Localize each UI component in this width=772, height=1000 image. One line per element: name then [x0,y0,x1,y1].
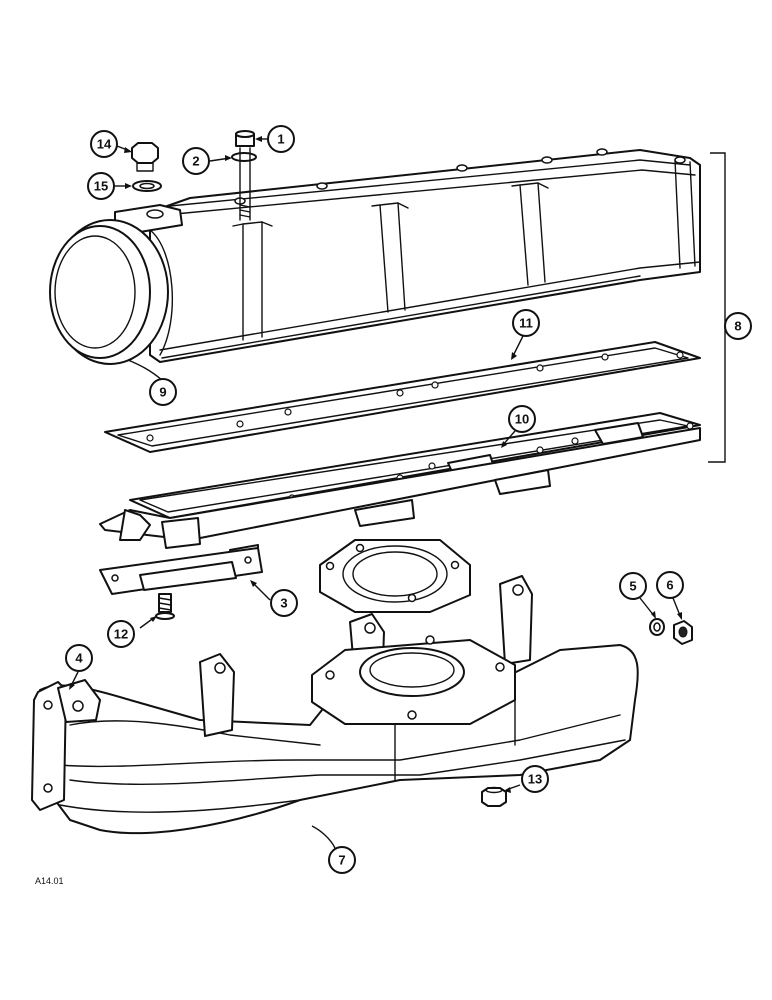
flange-gasket [319,539,471,613]
svg-text:11: 11 [519,316,533,331]
callout-15: 15 [87,172,115,200]
svg-text:6: 6 [666,578,673,593]
svg-text:4: 4 [75,651,83,666]
svg-text:2: 2 [192,154,199,169]
svg-text:8: 8 [734,319,741,334]
callout-12: 12 [107,620,135,648]
plug-assembly [131,142,162,192]
svg-text:13: 13 [528,772,542,787]
svg-text:1: 1 [277,132,284,147]
figure-reference-code: A14.01 [35,876,64,886]
upper-manifold-cover [49,148,701,365]
callout-6: 6 [656,571,684,599]
callout-5: 5 [619,572,647,600]
callout-7: 7 [328,846,356,874]
callout-11: 11 [512,309,540,337]
callout-3: 3 [270,589,298,617]
callout-14: 14 [90,130,118,158]
exhaust-manifold [31,575,639,835]
svg-text:7: 7 [338,853,345,868]
washer-nut [649,618,693,645]
svg-text:15: 15 [94,179,108,194]
callout-4: 4 [65,644,93,672]
callout-9: 9 [149,378,177,406]
callout-10: 10 [508,405,536,433]
callout-13: 13 [521,765,549,793]
drain-plug [481,786,507,807]
svg-text:10: 10 [515,412,529,427]
callout-8: 8 [724,312,752,340]
lower-plate [99,427,701,561]
small-gasket [99,547,263,595]
callout-1: 1 [267,125,295,153]
gasket-upper [104,341,701,453]
svg-text:12: 12 [114,627,128,642]
svg-text:3: 3 [280,596,287,611]
bolt-assembly [231,130,257,221]
callout-2: 2 [182,147,210,175]
svg-text:5: 5 [629,579,636,594]
small-bolt [155,593,175,620]
bracket-8 [708,152,726,463]
svg-text:14: 14 [97,137,112,152]
leader-lines [69,136,682,849]
svg-text:9: 9 [159,385,166,400]
